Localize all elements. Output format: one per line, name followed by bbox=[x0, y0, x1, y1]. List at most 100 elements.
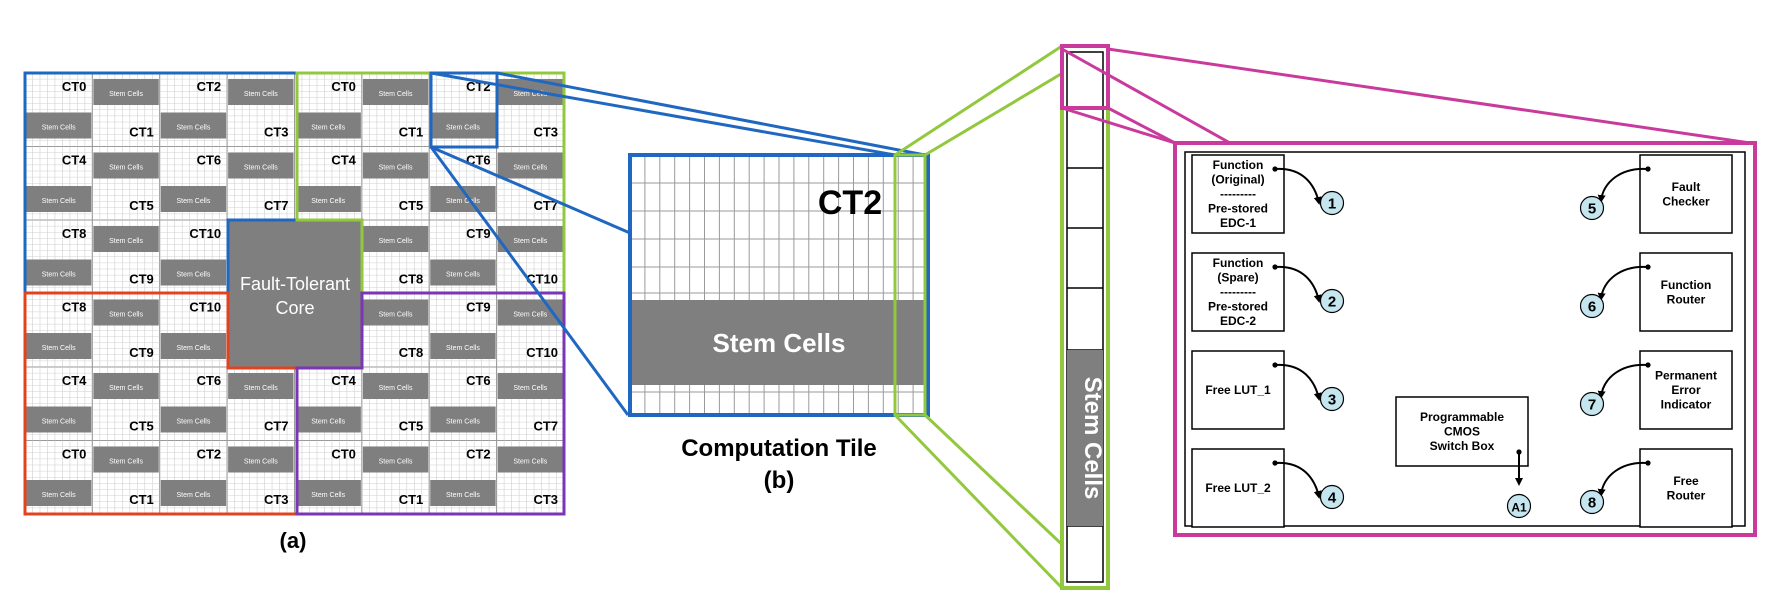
stem-cells-strip-label: Stem Cells bbox=[177, 345, 211, 352]
tile-label: CT0 bbox=[331, 447, 356, 462]
tile-label: CT1 bbox=[399, 492, 424, 507]
box-text-line: Permanent bbox=[1655, 369, 1717, 383]
stem-cells-strip-label: Stem Cells bbox=[109, 91, 143, 98]
stem-cells-strip-label: Stem Cells bbox=[311, 492, 345, 499]
stem-cells-strip bbox=[362, 373, 429, 399]
box-text-line: Router bbox=[1667, 292, 1706, 306]
box-text-line: Free bbox=[1673, 474, 1699, 488]
tile-label: CT4 bbox=[331, 153, 356, 168]
arrow-origin-dot bbox=[1272, 362, 1278, 368]
stem-cells-strip-label: Stem Cells bbox=[42, 198, 76, 205]
box-text-line: Error bbox=[1671, 383, 1701, 397]
stem-cells-strip-label: Stem Cells bbox=[513, 238, 547, 245]
tile-label: CT5 bbox=[129, 419, 154, 434]
stem-cells-strip bbox=[93, 226, 159, 252]
box-text-line: EDC-1 bbox=[1220, 216, 1256, 230]
tile-label: CT8 bbox=[399, 345, 424, 360]
arrow bbox=[1274, 363, 1322, 401]
caption-b-line2: (b) bbox=[764, 467, 795, 494]
stem-cells-strip bbox=[26, 333, 92, 359]
arrow-origin-dot bbox=[1645, 264, 1651, 270]
badge-label: 5 bbox=[1588, 201, 1596, 218]
stem-cells-strip-label: Stem Cells bbox=[379, 91, 413, 98]
box-text-line: (Spare) bbox=[1217, 271, 1258, 285]
box-text-line: Fault bbox=[1672, 180, 1701, 194]
tile-label: CT5 bbox=[129, 198, 154, 213]
function-box-3: Free LUT_1 bbox=[1191, 350, 1285, 430]
stem-cells-band-label: Stem Cells bbox=[713, 328, 846, 358]
box-text-line: EDC-2 bbox=[1220, 314, 1256, 328]
stem-cells-strip bbox=[497, 226, 563, 252]
arrow bbox=[1597, 167, 1649, 203]
quadrant-outlines bbox=[23, 71, 566, 516]
stem-cells-strip bbox=[295, 186, 361, 212]
stem-cells-strip-label: Stem Cells bbox=[513, 385, 547, 392]
tile-label: CT0 bbox=[331, 79, 356, 94]
tile-label: CT10 bbox=[189, 226, 221, 241]
stem-cells-strip bbox=[26, 480, 92, 506]
stem-cells-strip bbox=[228, 152, 294, 179]
tile-label: CT5 bbox=[399, 419, 424, 434]
stem-cells-strip-label: Stem Cells bbox=[109, 312, 143, 319]
stem-cells-strip-label: Stem Cells bbox=[109, 385, 143, 392]
tile-label: CT8 bbox=[62, 226, 87, 241]
column-stem-band bbox=[1067, 350, 1103, 526]
tile-label: CT7 bbox=[533, 419, 558, 434]
stem-cells-strip-label: Stem Cells bbox=[311, 198, 345, 205]
stem-cells-strip bbox=[295, 480, 361, 506]
highlight-ct2-tile bbox=[429, 71, 499, 149]
stem-cells-strip-label: Stem Cells bbox=[513, 91, 547, 98]
stem-cells-strip bbox=[362, 446, 429, 473]
tile-label: CT9 bbox=[129, 272, 154, 287]
stem-cells-strip bbox=[160, 259, 227, 286]
stem-cells-strip-label: Stem Cells bbox=[109, 459, 143, 466]
badge-label: 3 bbox=[1328, 392, 1336, 409]
stem-cells-strip-label: Stem Cells bbox=[513, 165, 547, 172]
tile-label: CT3 bbox=[533, 492, 558, 507]
purple-quadrant-outline bbox=[295, 291, 566, 516]
number-badge: 7 bbox=[1579, 391, 1605, 417]
tile-label: CT1 bbox=[399, 125, 424, 140]
tile-label: CT5 bbox=[399, 198, 424, 213]
caption-a: (a) bbox=[280, 528, 307, 553]
badge-label: 4 bbox=[1328, 490, 1337, 507]
stem-cells-strip bbox=[160, 406, 227, 433]
stem-cells-strip bbox=[26, 186, 92, 212]
stem-cells-strip-label: Stem Cells bbox=[177, 492, 211, 499]
tile-cell: Stem Cells CT4 bbox=[294, 146, 363, 221]
box-text-line: Function bbox=[1661, 278, 1712, 292]
stem-cells-band bbox=[630, 300, 928, 385]
arrow bbox=[1274, 461, 1322, 499]
stem-cells-strip-label: Stem Cells bbox=[177, 419, 211, 426]
arrow-origin-dot bbox=[1645, 362, 1651, 368]
stem-cells-strip-label: Stem Cells bbox=[379, 385, 413, 392]
tile-label: CT2 bbox=[197, 79, 222, 94]
stem-cells-strip-label: Stem Cells bbox=[109, 165, 143, 172]
box-text-line: CMOS bbox=[1444, 425, 1480, 439]
badge-label: 8 bbox=[1588, 495, 1596, 512]
zoom-lines-a-to-b bbox=[429, 71, 926, 416]
tile-label: CT0 bbox=[62, 79, 87, 94]
stem-cells-strip bbox=[160, 333, 227, 359]
box-text-line: Free LUT_1 bbox=[1205, 383, 1271, 397]
stem-cells-strip bbox=[93, 299, 159, 326]
badge-label: A1 bbox=[1511, 501, 1527, 515]
tile-label: CT9 bbox=[129, 345, 154, 360]
stem-cells-strip-label: Stem Cells bbox=[379, 459, 413, 466]
stem-cells-strip bbox=[430, 259, 496, 286]
stem-cells-strip bbox=[497, 446, 563, 473]
stem-cells-strip bbox=[362, 152, 429, 179]
